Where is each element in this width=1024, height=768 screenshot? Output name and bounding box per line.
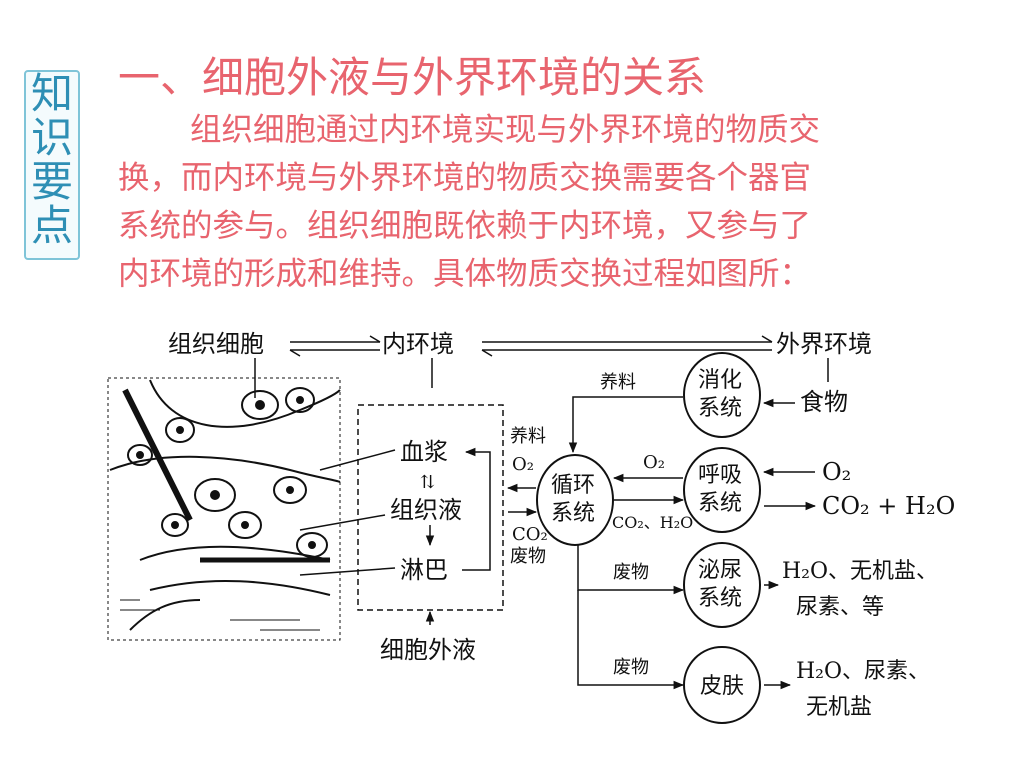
- side-label-char: 知: [30, 69, 73, 118]
- respiratory-label-line2: 系统: [698, 491, 742, 516]
- circ-to-skin-arrow: [577, 590, 685, 690]
- respiratory-system-node: [683, 447, 761, 533]
- respiratory-label-line1: 呼吸: [698, 463, 742, 488]
- circulatory-label-line1: 循环: [551, 473, 595, 498]
- knowledge-points-badge: 知 识 要 点: [24, 70, 80, 260]
- o2-left-label: O₂: [512, 454, 534, 475]
- o2-in-label: O₂: [822, 458, 851, 486]
- exchange-symbol: ⇅: [420, 472, 435, 493]
- extracellular-fluid-caption: 细胞外液: [380, 636, 476, 664]
- urinary-out-line1: H₂O、无机盐、: [782, 559, 938, 584]
- digestive-to-circ-arrow: [568, 396, 683, 454]
- skin-out-line1: H₂O、尿素、: [796, 659, 930, 684]
- internal-external-double-arrow: [481, 335, 773, 357]
- side-label-char: 要: [30, 157, 73, 206]
- internal-env-label: 内环境: [382, 330, 454, 358]
- urinary-label-line1: 泌尿: [698, 558, 742, 583]
- nutrients-left-label: 养料: [510, 426, 546, 447]
- extracellular-fluid-box: [357, 404, 504, 611]
- paragraph-line: 换，而内环境与外界环境的物质交换需要各个器官: [118, 160, 812, 196]
- circulatory-label-line2: 系统: [551, 501, 595, 526]
- skin-label: 皮肤: [700, 674, 744, 699]
- circulatory-system-node: [536, 454, 614, 546]
- cell-internal-double-arrow: [289, 335, 381, 357]
- waste-urinary-label: 废物: [613, 562, 649, 583]
- lymph-label: 淋巴: [400, 556, 448, 584]
- urinary-label-line2: 系统: [698, 586, 742, 611]
- food-label: 食物: [800, 388, 848, 416]
- co2-left-label: CO₂: [512, 524, 548, 545]
- plasma-label: 血浆: [400, 438, 448, 466]
- digestive-label-line1: 消化: [698, 368, 742, 393]
- nutrients-top-label: 养料: [600, 372, 636, 393]
- slide-title: 一、细胞外液与外界环境的关系: [118, 53, 707, 102]
- tissue-fluid-label: 组织液: [390, 496, 462, 524]
- co2-out-label: CO₂ + H₂O: [822, 492, 955, 520]
- paragraph-line: 组织细胞通过内环境实现与外界环境的物质交: [190, 112, 821, 148]
- side-label-char: 识: [30, 113, 73, 162]
- digestive-system-node: [683, 352, 761, 438]
- tissue-cell-label: 组织细胞: [168, 330, 264, 358]
- co2-h2o-mid-label: CO₂、H₂O: [612, 513, 693, 532]
- digestive-label-line2: 系统: [698, 396, 742, 421]
- paragraph-line: 内环境的形成和维持。具体物质交换过程如图所：: [118, 256, 812, 292]
- external-env-label: 外界环境: [776, 330, 872, 358]
- body-paragraph: 组织细胞通过内环境实现与外界环境的物质交 换，而内环境与外界环境的物质交换需要各…: [118, 106, 998, 298]
- urinary-out-line2: 尿素、等: [796, 595, 884, 620]
- paragraph-line: 系统的参与。组织细胞既依赖于内环境，又参与了: [118, 208, 812, 244]
- skin-out-line2: 无机盐: [806, 695, 872, 720]
- urinary-system-node: [683, 542, 761, 628]
- tissue-illustration: [107, 377, 341, 641]
- waste-skin-label: 废物: [613, 657, 649, 678]
- side-label-char: 点: [30, 201, 73, 250]
- lymph-return-arrow: [462, 447, 491, 571]
- o2-mid-label: O₂: [643, 452, 665, 473]
- waste-left-label: 废物: [510, 546, 546, 567]
